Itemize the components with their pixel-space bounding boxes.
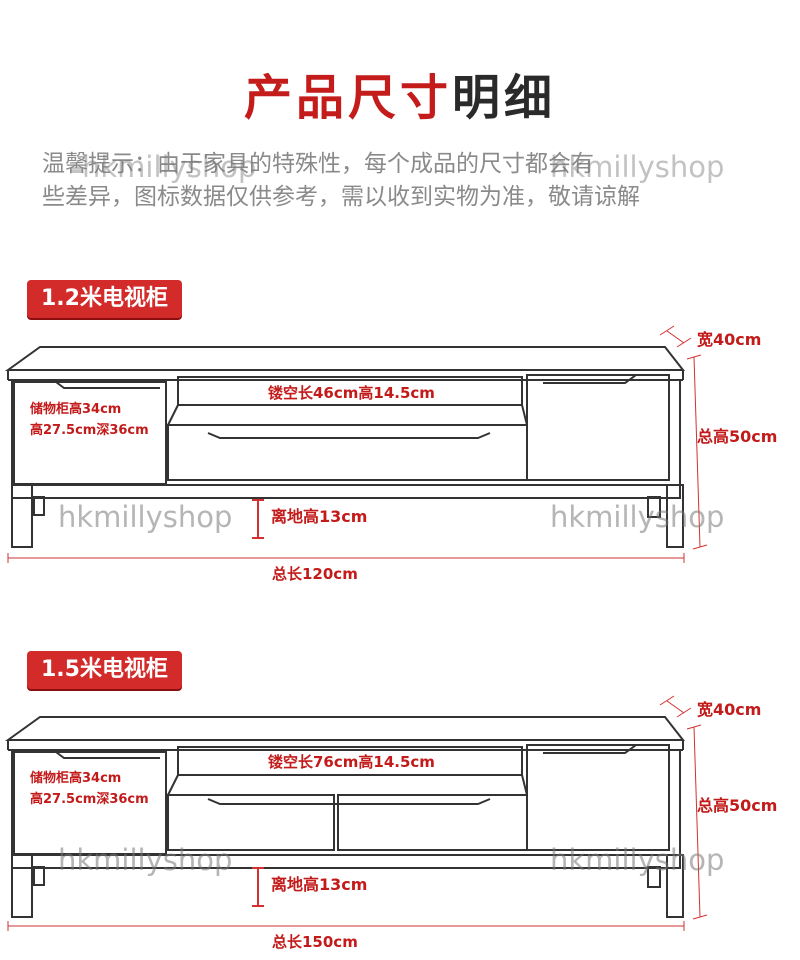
watermark-text: hkmillyshop [550, 843, 725, 877]
width-label: 宽40cm [697, 330, 761, 349]
center-drawer [167, 424, 528, 481]
length-label: 总长150cm [272, 933, 358, 951]
leg-right-front [666, 484, 684, 548]
notice-line-2: 些差异，图标数据仅供参考，需以收到实物为准，敬请谅解 [42, 184, 640, 210]
length-label: 总长120cm [272, 565, 358, 583]
leg-left-front [11, 854, 33, 918]
cabinet-top [4, 716, 686, 741]
leg-left-back [33, 866, 45, 886]
title-red: 产品尺寸 [243, 70, 452, 126]
cabinet-top [4, 346, 686, 371]
right-storage-door [526, 374, 670, 481]
cabinet-badge-1: 1.2米电视柜 [27, 280, 182, 318]
center-drawer-left [167, 794, 335, 851]
hollow-label: 镂空长76cm高14.5cm [268, 753, 435, 771]
leg-right-front [666, 854, 684, 918]
height-label: 总高50cm [697, 427, 777, 446]
hollow-shelf [177, 746, 523, 776]
cabinet-body [11, 749, 681, 869]
notice-text: 温馨提示：由于家具的特殊性，每个成品的尺寸都会有 些差异，图标数据仅供参考，需以… [42, 148, 762, 214]
hollow-label: 镂空长46cm高14.5cm [268, 384, 435, 402]
title-dark: 明细 [452, 70, 557, 126]
notice-line-1: 温馨提示：由于家具的特殊性，每个成品的尺寸都会有 [42, 151, 594, 177]
cabinet-diagram-1: 宽40cm 总高50cm 镂空长46cm高14.5cm 储物柜高34cm 高27… [4, 325, 777, 583]
cabinet-body [11, 379, 681, 499]
hollow-shelf [177, 376, 523, 406]
cabinet-badge-2: 1.5米电视柜 [27, 651, 182, 689]
watermark-text: hkmillyshop [82, 150, 257, 184]
storage-label-1: 储物柜高34cm [29, 401, 121, 417]
storage-label-2: 高27.5cm深36cm [30, 422, 149, 438]
height-label: 总高50cm [697, 796, 777, 815]
leg-left-back [33, 496, 45, 516]
center-drawer-right [337, 794, 528, 851]
cabinet-diagram-2: 宽40cm 总高50cm 镂空长76cm高14.5cm 储物柜高34cm 高27… [4, 695, 777, 951]
width-label: 宽40cm [697, 700, 761, 719]
leg-right-back [647, 866, 661, 888]
watermark-text: hkmillyshop [550, 500, 725, 534]
page-title: 产品尺寸明细 [0, 58, 800, 128]
storage-label-2: 高27.5cm深36cm [30, 791, 149, 807]
clearance-label: 离地高13cm [271, 875, 367, 894]
clearance-label: 离地高13cm [271, 507, 367, 526]
leg-left-front [11, 484, 33, 548]
right-storage-door [526, 744, 670, 851]
watermark-text: hkmillyshop [550, 150, 725, 184]
leg-right-back [647, 496, 661, 518]
storage-label-1: 储物柜高34cm [29, 770, 121, 786]
watermark-text: hkmillyshop [58, 843, 233, 877]
watermark-text: hkmillyshop [58, 500, 233, 534]
